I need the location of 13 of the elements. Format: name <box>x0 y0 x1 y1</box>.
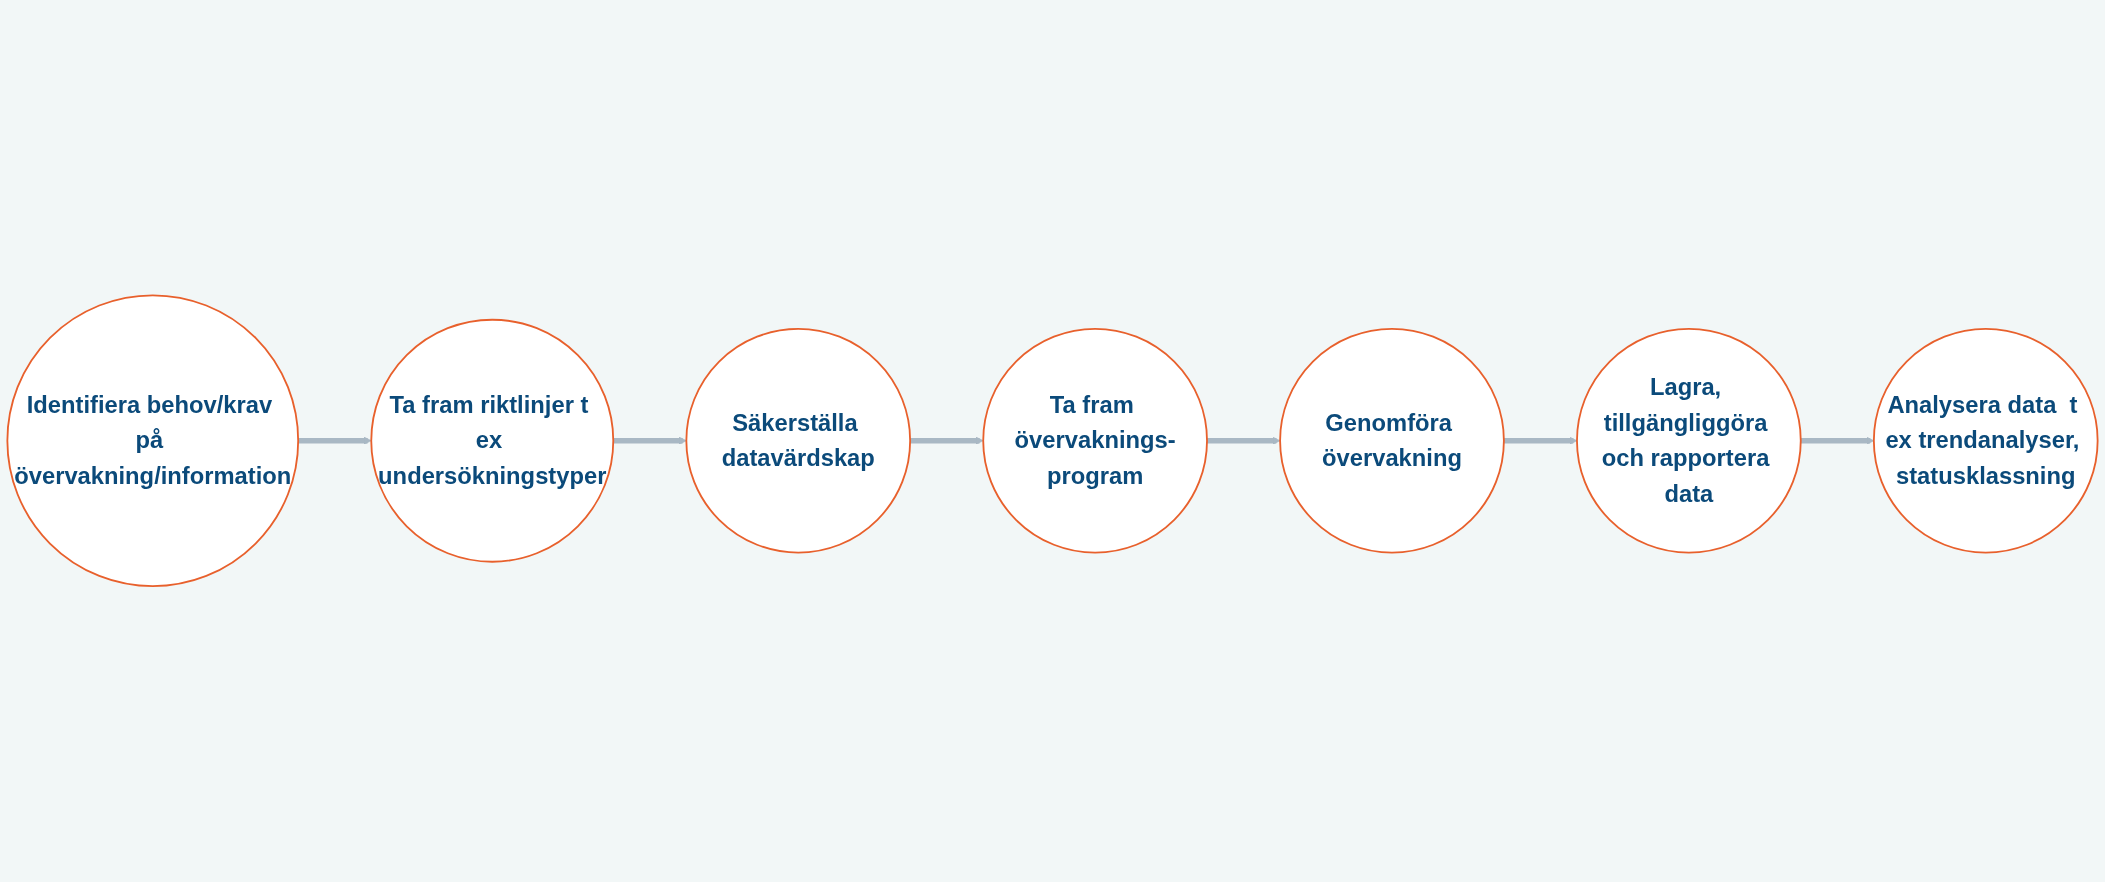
node-circle: Analysera data t ex trendanalyser, statusklassning <box>1872 328 2099 554</box>
arrow <box>613 437 687 445</box>
arrow <box>1800 437 1875 445</box>
node-circle: Säkerställa datavärdskap <box>685 328 912 554</box>
arrow <box>1207 437 1281 445</box>
arrow <box>1503 437 1578 445</box>
node-circle: Ta fram riktlinjer t ex undersökningstyper <box>370 319 615 563</box>
node-circle: Identifiera behov/krav på övervakning/information <box>6 294 300 588</box>
node-circle: Genomföra övervakning <box>1279 328 1505 554</box>
node-circle: Lagra, tillgängliggöra och rapportera data <box>1576 328 1802 554</box>
node-circle: Ta fram övervaknings-program <box>982 328 1208 554</box>
arrow <box>298 437 372 445</box>
arrow <box>910 437 984 445</box>
